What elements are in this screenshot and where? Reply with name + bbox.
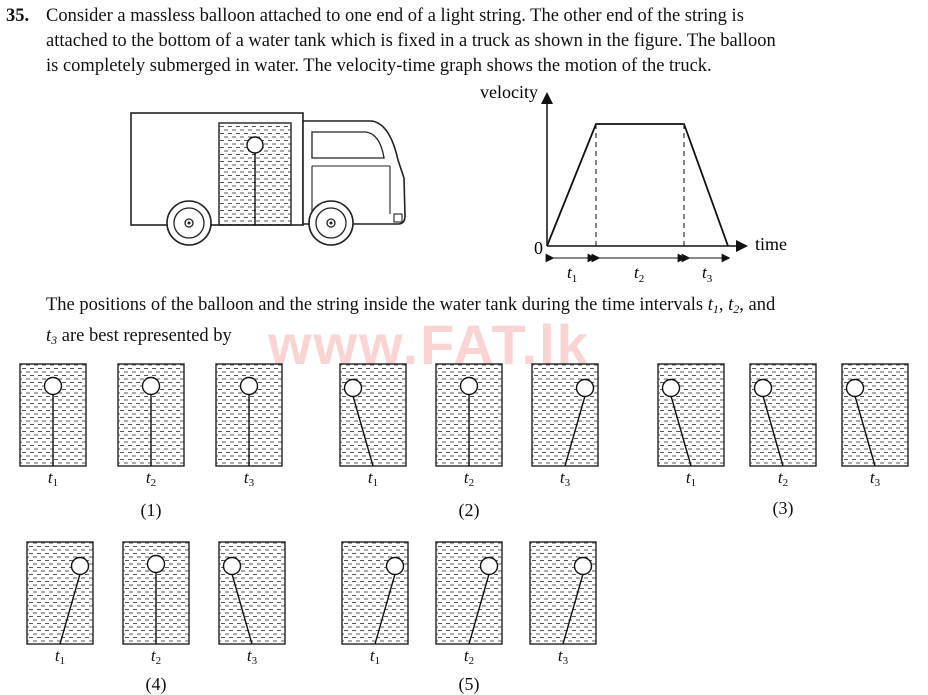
water-tank-option-4-t2 — [122, 541, 190, 645]
string — [762, 395, 784, 467]
prompt-line: The positions of the balloon and the str… — [46, 295, 776, 316]
string — [468, 573, 490, 645]
water-tank — [339, 363, 407, 467]
prompt-line: t3 are best represented by — [46, 323, 926, 354]
question-line: is completely submerged in water. The ve… — [46, 56, 712, 76]
velocity-curve — [546, 123, 729, 247]
option-label[interactable]: (1) — [140, 500, 162, 520]
prompt-text: The positions of the balloon and the str… — [46, 292, 926, 354]
water-tank-option-5-t3 — [529, 541, 597, 645]
string — [562, 573, 584, 645]
interval-label-t2: t2 — [634, 263, 644, 285]
tank-time-label: t3 — [557, 646, 569, 667]
water-tank-option-2-t2 — [435, 363, 503, 467]
water-tank-option-1-t3 — [215, 363, 283, 467]
balloon — [146, 554, 166, 574]
velocity-time-graph: velocity time 0 t1 t2 t3 — [480, 82, 787, 285]
water-tank-option-3-t1 — [657, 363, 725, 467]
water-tank-option-2-t1 — [339, 363, 407, 467]
option-label[interactable]: (3) — [772, 498, 794, 518]
water-tank-option-2-t3 — [531, 363, 599, 467]
water-tank-option-3-t2 — [749, 363, 817, 467]
water-tank — [657, 363, 725, 467]
water-tank-option-5-t1 — [341, 541, 409, 645]
balloon — [343, 378, 363, 398]
symbol-t1: t1 — [707, 295, 719, 316]
water-tank — [435, 541, 503, 645]
tank-time-label: t2 — [150, 646, 162, 667]
tank-time-label: t3 — [559, 468, 571, 489]
x-axis-label: time — [755, 234, 787, 254]
option-label[interactable]: (4) — [145, 674, 167, 694]
option-label[interactable]: (5) — [458, 674, 480, 694]
water-tank — [218, 541, 286, 645]
balloon — [845, 378, 865, 398]
tank-time-label: t2 — [777, 468, 789, 489]
symbol-t2: t2 — [728, 295, 740, 316]
string — [231, 573, 253, 645]
tank-time-label: t3 — [869, 468, 881, 489]
prompt-fragment: and — [748, 295, 776, 315]
truck-figure — [130, 112, 406, 246]
interval-label-t1: t1 — [567, 263, 577, 285]
prompt-fragment: The positions of the balloon and the str… — [46, 295, 704, 315]
tank-time-label: t1 — [369, 646, 381, 667]
string — [59, 573, 81, 645]
string — [374, 573, 396, 645]
symbol-t3: t3 — [46, 326, 58, 347]
tank-time-label: t3 — [243, 468, 255, 489]
balloon — [575, 378, 595, 398]
balloon — [246, 136, 264, 154]
water-tank-option-5-t2 — [435, 541, 503, 645]
water-tank-option-4-t3 — [218, 541, 286, 645]
question-line: Consider a massless balloon attached to … — [46, 6, 744, 26]
balloon — [753, 378, 773, 398]
tank-time-label: t2 — [145, 468, 157, 489]
front-wheel — [308, 200, 354, 246]
balloon — [70, 556, 90, 576]
rear-wheel — [166, 200, 212, 246]
tank-time-label: t1 — [367, 468, 379, 489]
water-tank-option-3-t3 — [841, 363, 909, 467]
water-tank-option-1-t1 — [19, 363, 87, 467]
balloon — [385, 556, 405, 576]
interval-label-t3: t3 — [702, 263, 713, 285]
water-tank — [531, 363, 599, 467]
string — [670, 395, 692, 467]
water-tank — [841, 363, 909, 467]
option-label[interactable]: (2) — [458, 500, 480, 520]
balloon — [222, 556, 242, 576]
balloon — [239, 376, 259, 396]
balloon — [661, 378, 681, 398]
tank-time-label: t2 — [463, 646, 475, 667]
balloon — [459, 376, 479, 396]
tank-time-label: t1 — [47, 468, 59, 489]
question-line: attached to the bottom of a water tank w… — [46, 31, 776, 51]
string — [854, 395, 876, 467]
balloon — [43, 376, 63, 396]
water-tank-option-1-t2 — [117, 363, 185, 467]
string — [352, 395, 374, 467]
y-axis-label: velocity — [480, 82, 538, 102]
water-tank — [341, 541, 409, 645]
tank-time-label: t2 — [463, 468, 475, 489]
string — [564, 395, 586, 467]
water-tank — [26, 541, 94, 645]
prompt-fragment: are best represented by — [61, 326, 232, 346]
tank-time-label: t1 — [54, 646, 66, 667]
balloon — [479, 556, 499, 576]
balloon — [573, 556, 593, 576]
water-tank-option-4-t1 — [26, 541, 94, 645]
truck-window — [311, 131, 385, 159]
water-tank — [749, 363, 817, 467]
tank-time-label: t1 — [685, 468, 697, 489]
origin-label: 0 — [534, 238, 543, 258]
water-tank — [529, 541, 597, 645]
tank-time-label: t3 — [246, 646, 258, 667]
balloon — [141, 376, 161, 396]
question-number: 35. — [6, 6, 30, 26]
